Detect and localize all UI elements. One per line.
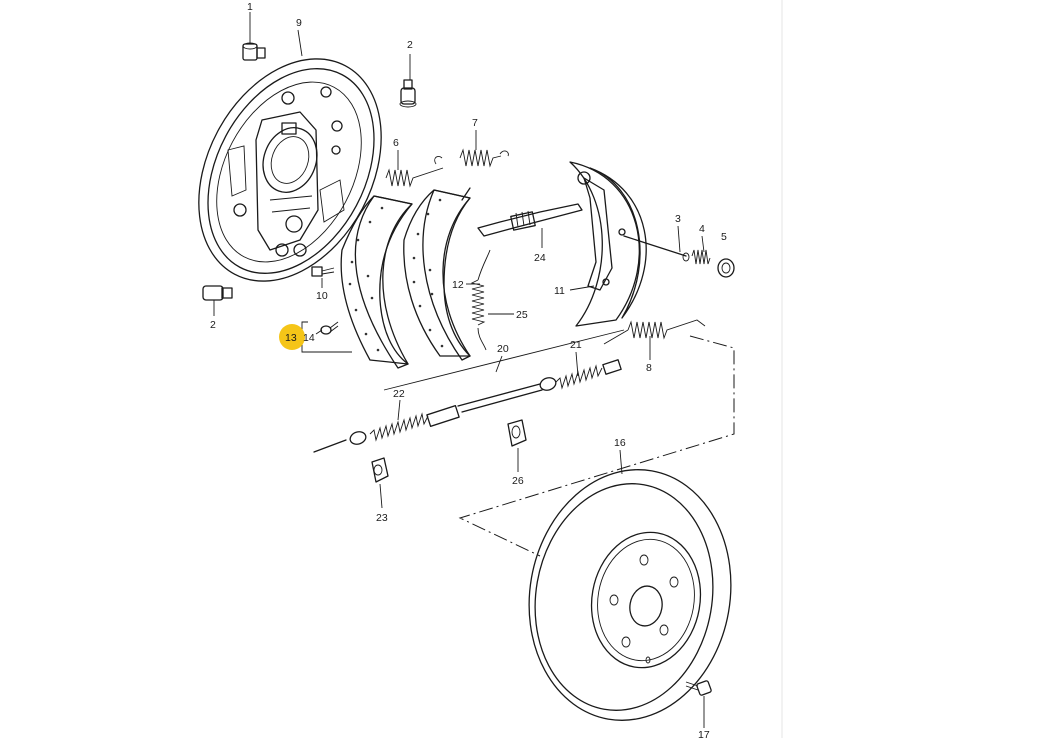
part-label-22: 22 <box>393 388 405 400</box>
spring-25 <box>470 249 491 351</box>
wheel-bolt-17 <box>685 680 712 696</box>
spring-cap-5 <box>717 258 735 278</box>
part-label-11: 11 <box>554 285 565 297</box>
part-label-23: 23 <box>376 512 388 524</box>
part-label-8: 8 <box>646 362 652 374</box>
part-label-16: 16 <box>614 437 626 449</box>
part-label-10: 10 <box>316 290 328 302</box>
adjuster-assembly <box>477 203 583 237</box>
spring-8 <box>603 319 706 345</box>
part-label-9: 9 <box>296 17 302 29</box>
part-label-7: 7 <box>472 117 478 129</box>
clip-26 <box>507 419 527 447</box>
part-label-21: 21 <box>570 339 582 351</box>
part-label-17: 17 <box>698 729 710 738</box>
part-label-25: 25 <box>516 309 528 321</box>
highlight-marker <box>279 324 305 350</box>
part-label-14: 14 <box>303 332 315 344</box>
lining-rivet-dots <box>348 198 444 352</box>
brake-shoe-front <box>403 187 471 361</box>
bolt-1 <box>242 42 266 61</box>
bolt-10 <box>311 266 335 277</box>
assembly-lines <box>458 335 735 557</box>
part-label-2-bottom: 2 <box>210 319 216 331</box>
part-label-24: 24 <box>534 252 546 264</box>
part-label-13: 13 <box>285 332 297 344</box>
part-label-4: 4 <box>699 223 705 235</box>
hold-down-spring-4 <box>691 249 711 265</box>
part-label-12: 12 <box>452 279 464 291</box>
brake-drum <box>528 469 732 721</box>
part-label-2-top: 2 <box>407 39 413 51</box>
rivet-14 <box>320 321 339 335</box>
part-label-5: 5 <box>721 231 727 243</box>
clip-23 <box>371 457 389 483</box>
part-label-3: 3 <box>675 213 681 225</box>
leader-lines <box>213 12 705 728</box>
part-label-20: 20 <box>497 343 509 355</box>
hold-down-pin-3 <box>623 235 690 262</box>
bleeder-valve-top <box>399 79 417 108</box>
part-label-6: 6 <box>393 137 399 149</box>
handbrake-cable <box>313 329 625 453</box>
brake-shoe-rear <box>340 195 413 369</box>
backing-plate <box>198 58 382 282</box>
brake-shoe-lever <box>569 161 647 327</box>
part-label-26: 26 <box>512 475 524 487</box>
part-label-1: 1 <box>247 1 253 13</box>
bleeder-valve-bottom <box>202 285 233 301</box>
spring-6 <box>385 167 444 188</box>
spring-7 <box>434 148 509 168</box>
